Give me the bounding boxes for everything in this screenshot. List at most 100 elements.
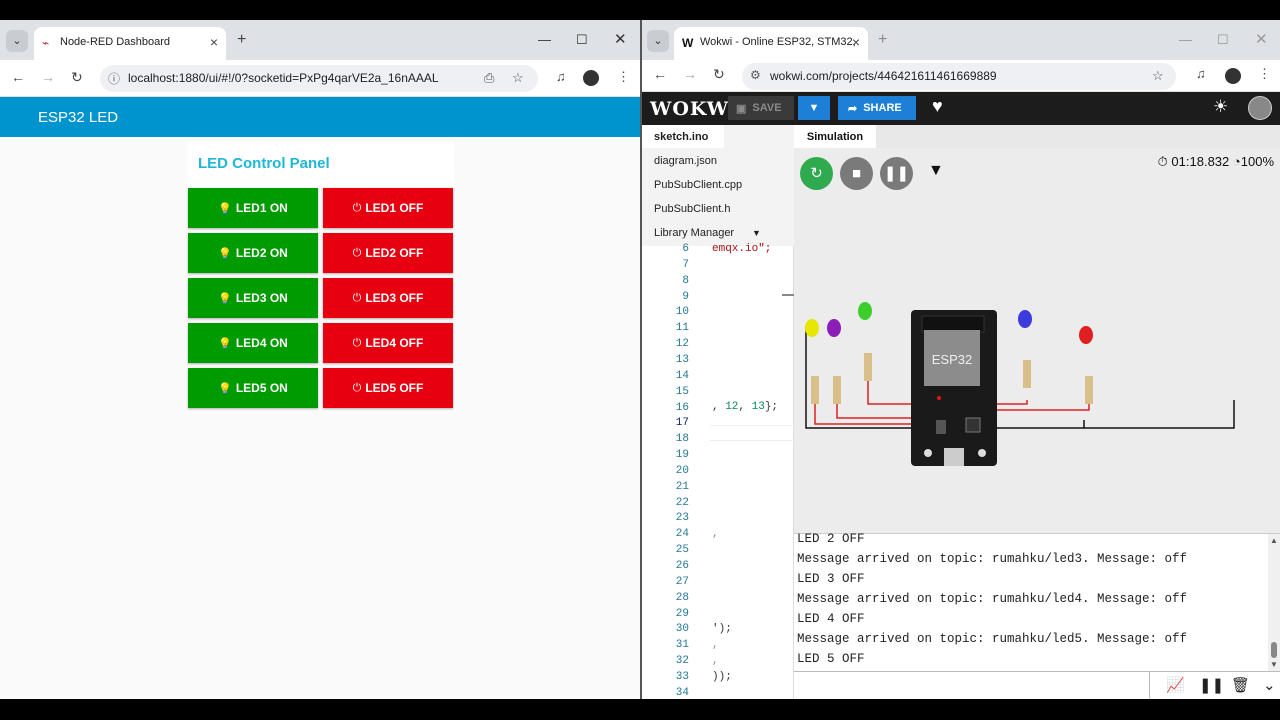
- simulation-tab[interactable]: Simulation: [794, 125, 876, 148]
- timer-value: 01:18.832: [1171, 154, 1230, 169]
- line-number: 8: [682, 274, 689, 287]
- led-yellow[interactable]: [805, 319, 819, 337]
- reload-icon[interactable]: ↻: [713, 66, 725, 82]
- user-avatar[interactable]: [1248, 96, 1272, 120]
- browser-menu-icon[interactable]: ⋮: [617, 69, 630, 84]
- active-file-tab-bg: [642, 125, 724, 148]
- wokwi-logo: WOKWi: [650, 98, 737, 120]
- serial-scrollbar[interactable]: ▲ ▼: [1268, 534, 1280, 672]
- site-settings-icon[interactable]: ⚙: [750, 68, 761, 82]
- led5-off-button[interactable]: ⏻LED5 OFF: [323, 368, 453, 408]
- media-control-icon[interactable]: ♫: [1196, 66, 1206, 81]
- heart-icon[interactable]: ♥: [932, 96, 943, 116]
- code-punct: ,: [712, 401, 726, 413]
- led3-off-button[interactable]: ⏻LED3 OFF: [323, 278, 453, 318]
- minimize-button[interactable]: —: [538, 32, 551, 47]
- tab-wokwi[interactable]: W Wokwi - Online ESP32, STM32, ×: [674, 27, 868, 60]
- close-tab-icon[interactable]: ×: [851, 34, 860, 50]
- collapse-chevron-icon[interactable]: ⌄: [1263, 677, 1276, 694]
- stop-icon: ■: [851, 165, 862, 182]
- wire-led5: [993, 400, 1090, 411]
- serial-line: LED 3 OFF: [797, 572, 865, 586]
- line-number: 34: [675, 686, 689, 699]
- scroll-thumb[interactable]: [1271, 642, 1277, 658]
- theme-toggle-sun-icon[interactable]: ☀: [1213, 97, 1229, 116]
- reset-button[interactable]: [978, 449, 986, 457]
- serial-input-field[interactable]: [794, 671, 1150, 699]
- browser-menu-icon[interactable]: ⋮: [1258, 66, 1271, 81]
- bookmark-star-icon[interactable]: ☆: [512, 70, 524, 85]
- file-tab-sketch-ino[interactable]: sketch.ino: [654, 131, 709, 143]
- led-purple[interactable]: [827, 319, 841, 337]
- led2-off-button[interactable]: ⏻LED2 OFF: [323, 233, 453, 273]
- maximize-button[interactable]: ☐: [576, 32, 588, 47]
- stop-simulation-button[interactable]: ■: [840, 157, 873, 190]
- led-green[interactable]: [858, 302, 872, 320]
- url-field[interactable]: ⚙ wokwi.com/projects/446421611461669889 …: [742, 63, 1176, 90]
- led2-on-button[interactable]: 💡LED2 ON: [188, 233, 318, 273]
- pause-icon: ❚❚: [883, 165, 910, 182]
- restart-simulation-button[interactable]: ↻: [800, 157, 833, 190]
- file-tab-pubsubclient-h[interactable]: PubSubClient.h: [654, 203, 731, 215]
- new-tab-button[interactable]: +: [237, 31, 247, 48]
- save-button[interactable]: ▣ SAVE: [728, 96, 794, 120]
- line-number: 6: [682, 243, 689, 255]
- led1-off-button[interactable]: ⏻LED1 OFF: [323, 188, 453, 228]
- caret-down-icon[interactable]: ▼: [752, 228, 761, 238]
- scroll-down-icon[interactable]: ▼: [1270, 660, 1278, 669]
- tab-list-button[interactable]: ⌄: [6, 30, 28, 52]
- simulation-tab-bar: Simulation: [794, 125, 1280, 148]
- new-tab-button[interactable]: +: [878, 31, 888, 48]
- led-blue[interactable]: [1018, 310, 1032, 328]
- tab-list-button[interactable]: ⌄: [647, 30, 669, 52]
- scroll-up-icon[interactable]: ▲: [1270, 536, 1278, 545]
- save-dropdown-button[interactable]: ▼: [798, 96, 830, 120]
- simulation-canvas[interactable]: ↻ ■ ❚❚ ▼ ⏱ 01:18.832 ◔100%: [794, 148, 1280, 538]
- led-red[interactable]: [1079, 326, 1093, 344]
- lightbulb-icon: 💡: [218, 247, 232, 260]
- led1-on-button[interactable]: 💡LED1 ON: [188, 188, 318, 228]
- forward-arrow-icon[interactable]: →: [683, 66, 697, 82]
- file-tab-diagram-json[interactable]: diagram.json: [654, 155, 717, 167]
- library-manager-tab[interactable]: Library Manager: [654, 227, 735, 239]
- led4-off-button[interactable]: ⏻LED4 OFF: [323, 323, 453, 363]
- led4-on-button[interactable]: 💡LED4 ON: [188, 323, 318, 363]
- maximize-button[interactable]: ☐: [1217, 32, 1229, 47]
- editor-scroll-marker[interactable]: [782, 294, 794, 296]
- wifi-icon: ▼: [928, 162, 944, 179]
- close-tab-icon[interactable]: ×: [209, 34, 218, 50]
- line-number: 14: [675, 369, 689, 382]
- close-window-button[interactable]: ✕: [1255, 31, 1268, 48]
- site-info-icon[interactable]: ⓘ: [108, 72, 121, 86]
- forward-arrow-icon[interactable]: →: [41, 69, 55, 85]
- wire-led3: [867, 373, 915, 405]
- restart-icon: ↻: [810, 165, 823, 182]
- line-number: 23: [675, 512, 689, 525]
- close-window-button[interactable]: ✕: [614, 31, 627, 48]
- pause-output-icon[interactable]: ❚❚: [1199, 677, 1225, 694]
- serial-line: LED 2 OFF: [797, 532, 865, 546]
- reload-icon[interactable]: ↻: [71, 69, 83, 85]
- led3-on-button[interactable]: 💡LED3 ON: [188, 278, 318, 318]
- file-tab-pubsubclient-cpp[interactable]: PubSubClient.cpp: [654, 179, 743, 191]
- url-field[interactable]: ⓘ localhost:1880/ui/#!/0?socketid=PxPg4q…: [100, 65, 538, 92]
- chevron-down-icon: ▼: [808, 102, 820, 114]
- profile-avatar[interactable]: [1225, 68, 1241, 84]
- tab-node-red-dashboard[interactable]: ⌁ Node-RED Dashboard ×: [34, 27, 226, 60]
- install-app-icon[interactable]: ⎙: [484, 70, 495, 85]
- led5-on-button[interactable]: 💡LED5 ON: [188, 368, 318, 408]
- media-control-icon[interactable]: ♫: [556, 69, 566, 84]
- minimize-button[interactable]: —: [1179, 32, 1192, 47]
- share-button[interactable]: ➦ SHARE: [838, 96, 916, 120]
- plotter-chart-icon[interactable]: 📈: [1166, 677, 1185, 694]
- clear-trash-icon[interactable]: 🗑: [1231, 677, 1251, 694]
- pause-simulation-button[interactable]: ❚❚: [880, 157, 913, 190]
- line-number: 22: [675, 496, 689, 509]
- back-arrow-icon[interactable]: ←: [653, 66, 667, 82]
- bookmark-star-icon[interactable]: ☆: [1152, 68, 1164, 83]
- back-arrow-icon[interactable]: ←: [11, 69, 25, 85]
- profile-avatar[interactable]: [583, 70, 599, 86]
- boot-button[interactable]: [924, 449, 932, 457]
